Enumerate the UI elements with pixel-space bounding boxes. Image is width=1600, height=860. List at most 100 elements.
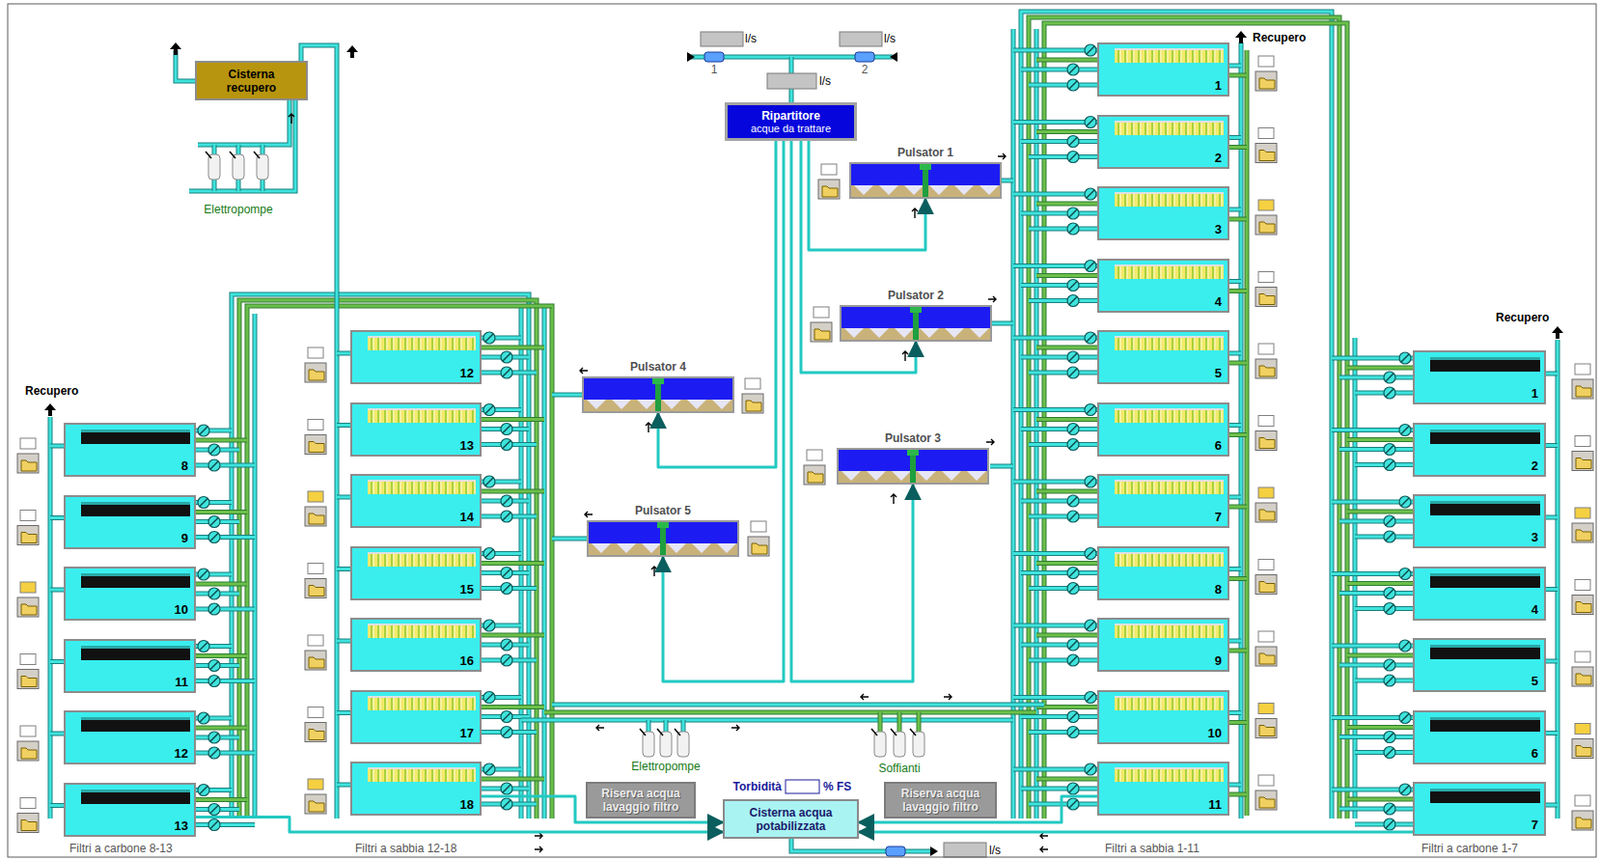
folder-button — [17, 741, 39, 761]
valve — [208, 660, 221, 672]
pipe-outline — [260, 179, 266, 192]
hopper — [969, 328, 990, 338]
flow-arrow — [860, 693, 869, 700]
pipe — [1028, 586, 1098, 590]
pipe — [790, 88, 794, 103]
filter-media — [1114, 767, 1224, 782]
status-lamp — [1258, 199, 1274, 211]
filter-number: 3 — [1214, 221, 1222, 237]
pipe-outline — [239, 300, 537, 819]
valve-stem — [199, 642, 208, 651]
pipe-outline — [195, 653, 248, 659]
valve — [1067, 495, 1079, 507]
pipe — [1347, 798, 1413, 801]
valve — [1383, 818, 1396, 830]
filter-number: 5 — [1531, 673, 1539, 689]
pipe-outline — [336, 351, 351, 357]
unit-label: % FS — [823, 779, 852, 794]
pipe — [1028, 83, 1098, 87]
pipe — [1229, 577, 1247, 580]
pipe — [481, 634, 545, 637]
folder-icon — [1259, 438, 1275, 449]
pipe — [790, 56, 794, 74]
valve — [1084, 475, 1097, 488]
valve — [1067, 726, 1079, 739]
pipe — [1020, 68, 1098, 72]
valve-stem — [1086, 765, 1095, 773]
valve-stem — [1086, 693, 1095, 702]
filter-number: 8 — [1214, 581, 1222, 597]
valve — [1383, 603, 1396, 615]
folder-button — [1255, 790, 1277, 810]
pipe — [1036, 417, 1098, 421]
outlet-label: Recupero — [1252, 30, 1306, 45]
pipe — [195, 535, 255, 539]
pipe — [336, 711, 351, 715]
pipe — [1229, 505, 1247, 509]
filter-media — [367, 408, 476, 423]
clarifier-title: Pulsator 3 — [836, 430, 990, 448]
pipe-outline — [1028, 585, 1098, 591]
filter-number: 14 — [460, 509, 474, 525]
pipe-outline — [252, 313, 258, 819]
pipe — [1001, 179, 1014, 183]
folder-button — [304, 650, 327, 670]
pipe-outline — [1020, 426, 1098, 432]
pump-symbol — [912, 731, 925, 757]
pipe — [195, 798, 248, 801]
valve — [1399, 496, 1411, 508]
valve — [197, 496, 210, 509]
status-lamp — [307, 563, 324, 575]
pipe — [1035, 28, 1039, 819]
valve — [197, 568, 210, 580]
pipe — [1028, 730, 1098, 734]
pipe-outline — [1229, 135, 1242, 140]
pipe-outline — [1036, 416, 1098, 422]
box-label: Riserva acqua lavaggio filtro — [891, 786, 990, 814]
pipe-outline — [236, 179, 242, 192]
folder-button — [1255, 718, 1277, 739]
valve — [1067, 63, 1079, 76]
status-lamp — [1258, 415, 1274, 427]
status-lamp — [1258, 272, 1274, 283]
valve-stem — [210, 533, 219, 542]
pipe-outline — [481, 704, 545, 710]
status-lamp — [1258, 631, 1274, 642]
pipe-outline — [195, 534, 255, 540]
carbon-filter: 3 — [1412, 494, 1546, 549]
status-lamp — [744, 378, 761, 389]
sand-filter: 2 — [1097, 114, 1230, 169]
pipe — [213, 144, 217, 155]
pipe — [1020, 28, 1023, 819]
status-lamp — [1574, 723, 1591, 735]
valve-stem — [210, 748, 219, 757]
filter-media — [1114, 623, 1224, 638]
pump-symbol — [677, 731, 690, 757]
valve-stem — [1069, 640, 1077, 649]
pipe — [1556, 339, 1560, 819]
valve — [1067, 207, 1079, 220]
valve — [1067, 567, 1079, 580]
sand-filter: 10 — [1097, 689, 1230, 745]
pipe-outline — [195, 797, 248, 802]
filter-media — [1430, 357, 1541, 372]
filter-media — [1430, 717, 1541, 732]
valve — [500, 439, 513, 451]
valve-stem — [485, 406, 494, 414]
filter-media — [367, 695, 476, 711]
folder-icon — [1259, 150, 1275, 162]
pump-arrow — [205, 151, 212, 159]
valve-stem — [1086, 550, 1095, 558]
valve — [1067, 351, 1079, 363]
pipe — [551, 703, 1045, 707]
pipe — [50, 803, 64, 807]
filter-number: 9 — [181, 530, 189, 546]
pipe-outline — [212, 179, 218, 192]
valve-stem — [1385, 804, 1394, 813]
pipe — [49, 416, 53, 819]
value-display — [839, 31, 883, 47]
pipe-outline — [1028, 82, 1098, 88]
valve-stem — [1385, 661, 1394, 669]
status-lamp — [307, 347, 324, 359]
filter-media — [367, 335, 476, 351]
